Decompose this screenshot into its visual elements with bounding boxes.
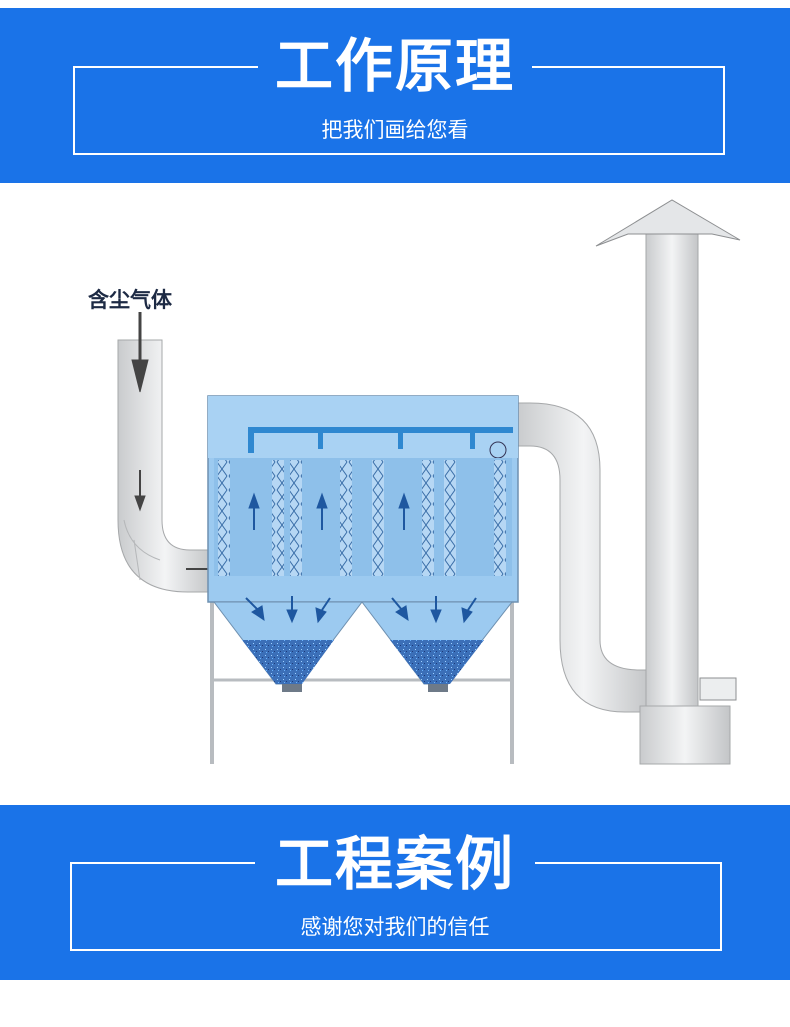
section-subtitle: 感谢您对我们的信任 [300,915,490,939]
section-header-working-principle: 工作原理 把我们画给您看 [0,8,790,183]
upflow-arrows [248,492,410,530]
outlet-duct [516,402,651,713]
dust-collector-diagram [117,199,741,765]
dust-hoppers [212,601,514,692]
inlet-duct [117,339,213,593]
section-subtitle: 把我们画给您看 [321,118,469,142]
exhaust-stack [595,199,741,765]
inlet-gas-label: 含尘气体 [88,288,172,312]
downflow-arrows [245,596,477,624]
section-header-project-cases: 工程案例 感谢您对我们的信任 [0,805,790,980]
filter-bags [218,460,506,576]
support-frame [210,600,514,764]
filter-housing [207,395,519,603]
section-title: 工作原理 [274,32,515,100]
section-title: 工程案例 [274,830,515,898]
